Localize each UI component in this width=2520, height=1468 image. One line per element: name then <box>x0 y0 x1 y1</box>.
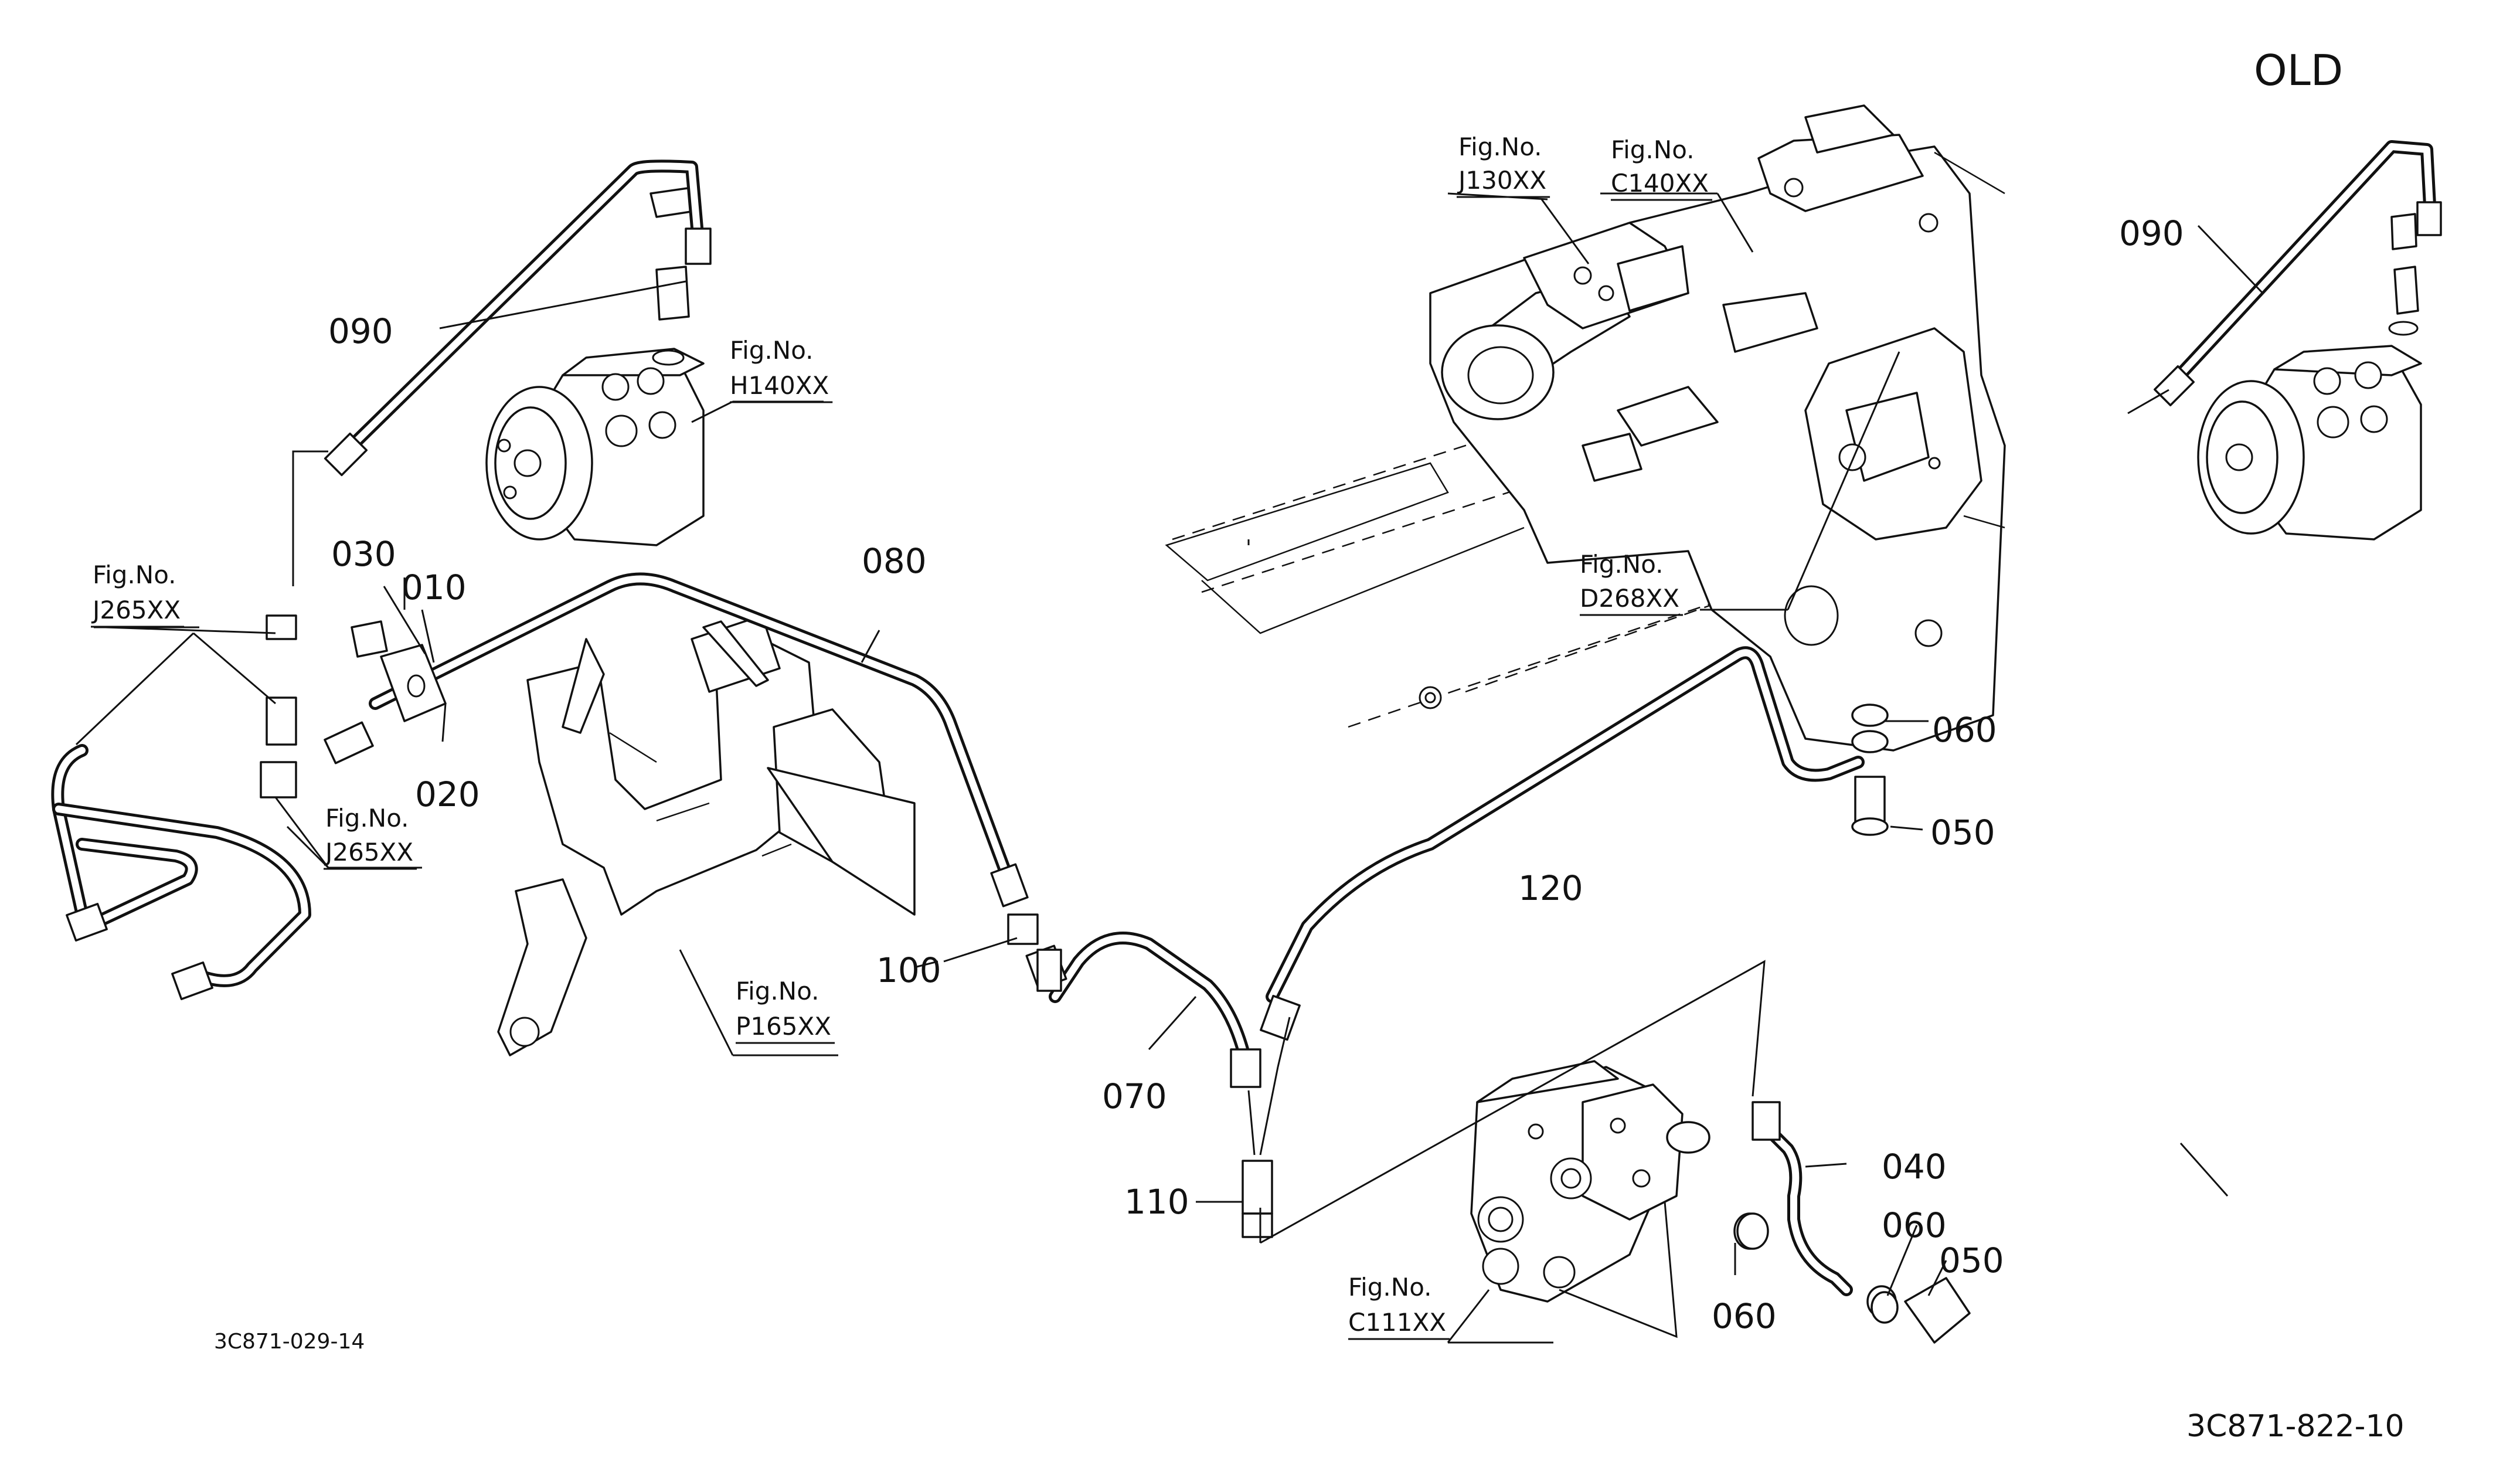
label-010: 010 <box>402 568 467 607</box>
pipe-080 <box>324 572 1029 908</box>
svg-text:Fig.No.: Fig.No. <box>736 977 819 1005</box>
svg-text:Fig.No.: Fig.No. <box>93 560 176 589</box>
svg-text:Fig.No.: Fig.No. <box>1611 135 1695 164</box>
fig-ref-d268xx: Fig.No. D268XX <box>1580 550 1684 616</box>
fig-ref-j265xx-upper: Fig.No. J265XX <box>91 560 185 628</box>
part-labels: 090 090 030 010 020 080 100 070 110 120 … <box>328 213 2184 1336</box>
fig-ref-c111xx: Fig.No. C111XX <box>1348 1273 1450 1340</box>
fig-ref-j130xx: Fig.No. J130XX <box>1457 132 1550 198</box>
svg-text:Fig.No.: Fig.No. <box>730 336 814 365</box>
label-110: 110 <box>1124 1182 1189 1222</box>
label-020: 020 <box>415 774 480 814</box>
label-030: 030 <box>331 534 396 574</box>
svg-text:J265XX: J265XX <box>324 838 413 866</box>
svg-text:Fig.No.: Fig.No. <box>1458 132 1542 161</box>
steering-unit <box>485 186 705 546</box>
svg-text:J130XX: J130XX <box>1457 166 1546 195</box>
label-060-a: 060 <box>1932 710 1997 750</box>
old-steering-unit <box>2197 213 2422 541</box>
fig-ref-h140xx: Fig.No. H140XX <box>730 336 833 403</box>
pipe-120 <box>1260 646 1889 1041</box>
label-090: 090 <box>328 311 393 351</box>
oil-cooler-lines <box>51 614 311 1000</box>
pipe-090 <box>324 159 712 477</box>
svg-text:Fig.No.: Fig.No. <box>1348 1273 1432 1302</box>
svg-text:Fig.No.: Fig.No. <box>325 804 409 832</box>
transmission-housing <box>1165 104 2006 752</box>
label-040: 040 <box>1882 1147 1947 1187</box>
pipe-old-090 <box>2154 140 2442 406</box>
label-060-b: 060 <box>1882 1205 1947 1245</box>
drawing-code-main: 3C871-822-10 <box>2186 1409 2405 1444</box>
label-080: 080 <box>862 541 927 581</box>
label-100: 100 <box>876 950 941 990</box>
drawing-code-left: 3C871-029-14 <box>214 1330 365 1354</box>
label-060-c: 060 <box>1712 1296 1777 1336</box>
old-label: OLD <box>2254 46 2343 95</box>
washers-050-060 <box>1736 1212 1899 1324</box>
mounting-bracket <box>497 614 916 1056</box>
label-050-a: 050 <box>1930 813 1995 852</box>
label-120: 120 <box>1518 868 1583 908</box>
fig-ref-c140xx: Fig.No. C140XX <box>1611 135 1713 201</box>
svg-text:P165XX: P165XX <box>736 1012 831 1041</box>
label-090-old: 090 <box>2119 213 2184 253</box>
svg-text:Fig.No.: Fig.No. <box>1580 550 1664 579</box>
svg-text:D268XX: D268XX <box>1580 584 1679 613</box>
control-valve <box>1470 1060 1710 1303</box>
fig-ref-j265xx-lower: Fig.No. J265XX <box>324 804 417 870</box>
fittings-030-010-020 <box>351 620 447 722</box>
label-050-b: 050 <box>1939 1241 2004 1280</box>
fig-ref-p165xx: Fig.No. P165XX <box>736 977 835 1044</box>
label-070: 070 <box>1102 1076 1167 1116</box>
figure-references: Fig.No. J130XX Fig.No. C140XX Fig.No. H1… <box>91 132 1713 1340</box>
svg-text:C111XX: C111XX <box>1348 1308 1446 1337</box>
svg-text:H140XX: H140XX <box>730 371 829 400</box>
svg-text:C140XX: C140XX <box>1611 169 1709 198</box>
svg-text:J265XX: J265XX <box>91 596 181 624</box>
